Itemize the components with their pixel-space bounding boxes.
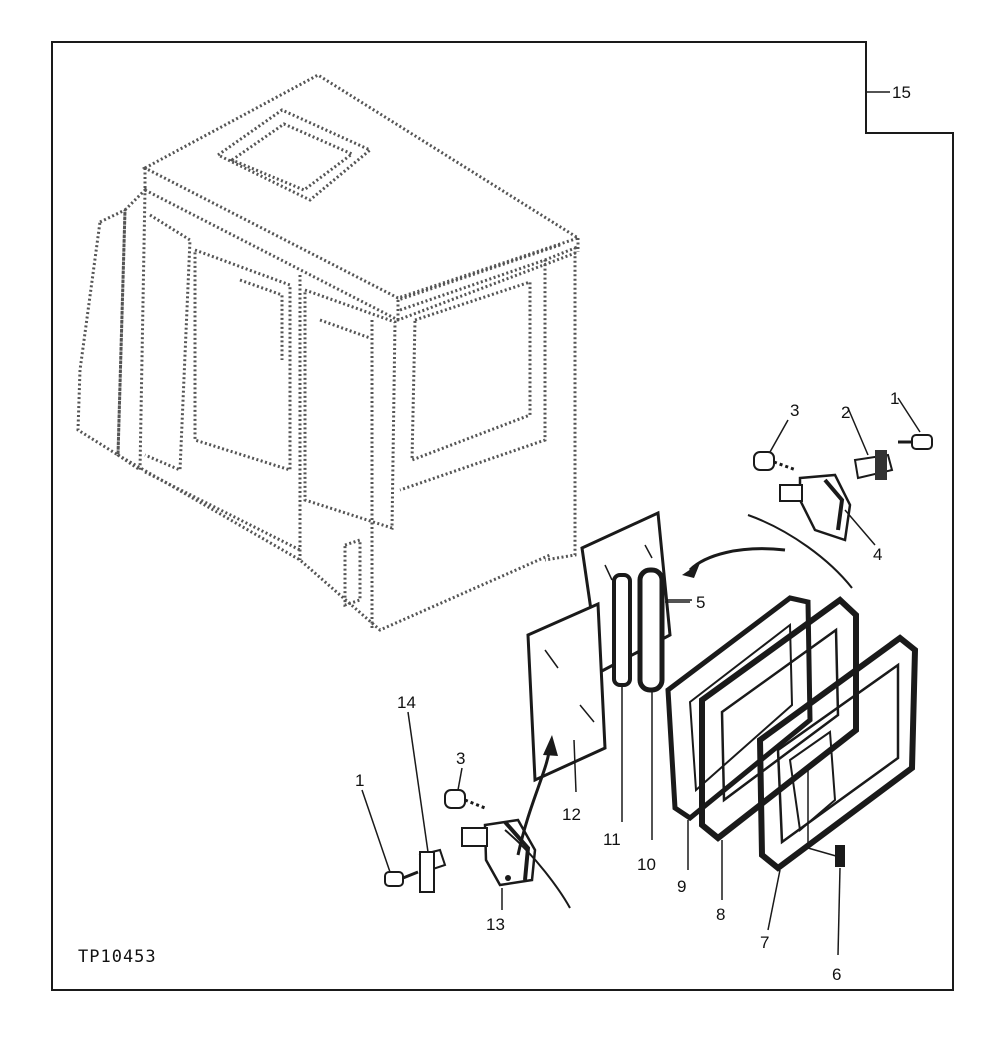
callout-12: 12: [562, 805, 581, 824]
callout-8: 8: [716, 905, 725, 924]
part-7-inner-frame: [756, 634, 919, 931]
callout-13: 13: [486, 915, 505, 934]
callout-14: 14: [397, 693, 416, 712]
callout-2: 2: [841, 403, 850, 422]
part-1-bolt-lower: [361, 789, 419, 887]
part-6-clip: [807, 768, 845, 956]
diagram-border: [51, 41, 954, 991]
callout-11: 11: [603, 830, 621, 849]
callout-10: 10: [637, 855, 656, 874]
part-3-screw-lower: [444, 767, 486, 810]
part-2-pin: [847, 407, 894, 480]
figure-code: TP10453: [78, 947, 157, 967]
part-12-glass-front: [526, 601, 607, 793]
callout-1-lower: 1: [355, 771, 364, 790]
callout-3-lower: 3: [456, 749, 465, 768]
part-8-frame: [699, 596, 859, 900]
part-4-latch: [747, 473, 876, 589]
part-13-latch: [461, 735, 571, 910]
part-3-screw-upper: [753, 419, 797, 472]
part-11-strip: [612, 573, 632, 822]
assembly-arrow-upper: [688, 547, 786, 572]
callout-3-upper: 3: [790, 401, 799, 420]
callout-4: 4: [873, 545, 882, 564]
arrow-head-upper: [682, 563, 700, 578]
cab-illustration: [76, 73, 582, 632]
callout-6: 6: [832, 965, 841, 984]
part-10-channel: [637, 567, 665, 840]
callout-9: 9: [677, 877, 686, 896]
part-1-bolt-upper: [897, 397, 933, 450]
callout-1-upper: 1: [890, 389, 899, 408]
callout-5: 5: [696, 593, 705, 612]
part-9-seal: [665, 595, 813, 870]
callout-7: 7: [760, 933, 769, 952]
part-14-pin: [407, 711, 447, 893]
callout-15: 15: [892, 83, 911, 102]
